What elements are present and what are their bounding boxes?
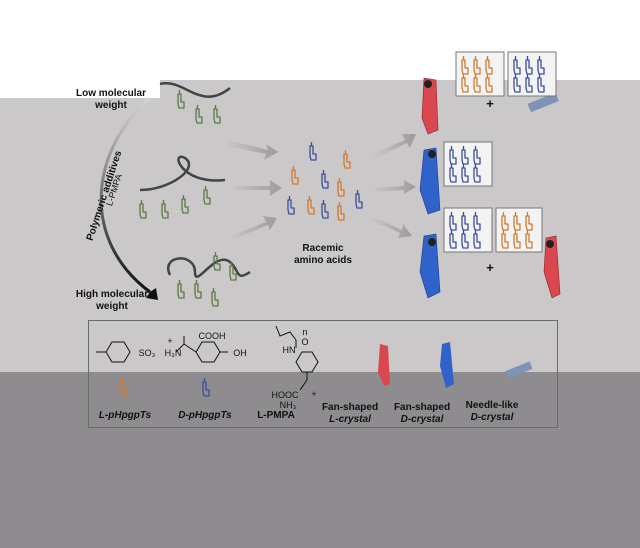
- legend-needle-crystal: [505, 361, 533, 379]
- crystal-seed-mid: [428, 150, 436, 158]
- chem-cooh: COOH: [198, 331, 226, 341]
- mid-hands: [139, 185, 211, 219]
- fan-shaped-l-crystal-right: [543, 235, 561, 299]
- chem-n: n: [302, 327, 308, 337]
- chem-hn: HN: [282, 345, 296, 355]
- chem-hooc: HOOC: [271, 390, 299, 400]
- chem-oh: OH: [233, 348, 247, 358]
- chem-plus-1: +: [167, 336, 173, 346]
- fan-shaped-d-crystal-mid: [419, 147, 441, 215]
- chem-h3n: H₃N: [164, 348, 182, 358]
- legend-fan-l-crystal: [378, 344, 390, 386]
- chem-o: O: [301, 337, 309, 347]
- fan-shaped-l-crystal-top: [421, 77, 439, 135]
- arrowhead-icon: [146, 288, 158, 300]
- background-lower: [0, 372, 640, 548]
- racemic-hands-blue: [287, 141, 363, 219]
- high-mw-polymer-chain: [166, 257, 251, 278]
- polymeric-additives-arrow: [99, 96, 151, 294]
- crystal-seed-right: [546, 240, 554, 248]
- background-top-left: [0, 80, 160, 98]
- fan-shaped-d-crystal-bottom: [419, 233, 441, 299]
- plus-sign-top: +: [486, 96, 494, 111]
- legend-dphpgpts: D-pHpgpTs: [178, 410, 232, 421]
- crystal-seed-bottom: [428, 238, 436, 246]
- legend-fan-d-crystal: [440, 342, 454, 388]
- chem-plus-2: +: [311, 389, 317, 399]
- low-mw-polymer-chain: [159, 82, 231, 98]
- needle-crystal-top: [527, 92, 559, 113]
- legend-lphpgpts: L-pHpgpTs: [98, 410, 152, 421]
- grey-arrows: [226, 134, 416, 240]
- plus-sign-bottom: +: [486, 260, 494, 275]
- chem-nh3: NH₃: [279, 400, 297, 410]
- mid-polymer-chain: [139, 155, 226, 192]
- legend-box: [88, 320, 558, 428]
- racemic-hands-orange: [291, 149, 351, 221]
- legend-lpmpa: L-PMPA: [257, 410, 295, 421]
- chem-so3: SO₃: [138, 348, 156, 358]
- legend-chemistry: [96, 325, 319, 391]
- crystal-seed-top: [424, 80, 432, 88]
